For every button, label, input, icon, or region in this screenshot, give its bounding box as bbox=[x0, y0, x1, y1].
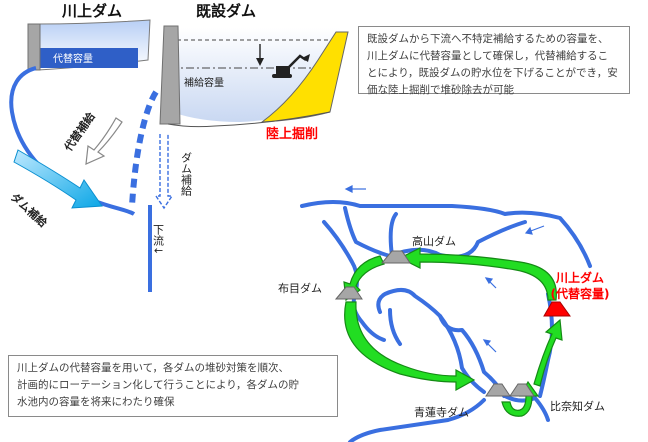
kawakami-dam-map-label: 川上ダム bbox=[555, 270, 604, 285]
bottom-explanation-note: 川上ダムの代替容量を用いて，各ダムの堆砂対策を順次、 計画的にローテーション化し… bbox=[8, 355, 338, 417]
kawakami-reservoir-section bbox=[9, 19, 151, 216]
top-explanation-note: 既設ダムから下流へ不特定補給するための容量を、 川上ダムに代替容量として確保し，… bbox=[358, 26, 630, 96]
kawakami-dam-title: 川上ダム bbox=[61, 2, 122, 20]
dam-supply-dashed-arrow bbox=[154, 134, 174, 210]
flow-direction-arrows bbox=[344, 185, 545, 353]
takayama-dam-marker bbox=[380, 250, 411, 264]
excavator-icon bbox=[272, 54, 310, 78]
flow-arrow-head bbox=[484, 277, 494, 285]
dam-supply-arrow bbox=[13, 149, 103, 209]
river-minor bbox=[388, 308, 402, 346]
river-shorenji-branch bbox=[438, 314, 486, 394]
river-takayama-branch bbox=[388, 212, 398, 258]
existing-dam-outflow bbox=[129, 90, 159, 207]
river-upper bbox=[343, 206, 527, 259]
dam-supply-label-right: ダム補給 bbox=[180, 152, 193, 197]
arrow-hinachi-to-kawakami bbox=[533, 318, 563, 387]
river-hinachi-branch bbox=[503, 394, 550, 422]
land-excavation-label: 陸上掘削 bbox=[266, 126, 318, 142]
arrow-kawakami-to-takayama bbox=[398, 247, 557, 301]
flow-arrow-head bbox=[524, 226, 533, 235]
nunome-dam-marker bbox=[334, 286, 363, 300]
dam-supply-label-left: ダム補給 bbox=[8, 190, 51, 231]
river-downstream bbox=[348, 398, 486, 442]
arrow-nunome-to-shorenji bbox=[344, 301, 476, 392]
river-network-map bbox=[300, 200, 592, 442]
substitute-capacity-band bbox=[40, 48, 138, 68]
flow-arrow-head bbox=[482, 339, 492, 347]
substitute-capacity-label: 代替容量 bbox=[53, 52, 93, 65]
kawakami-dam-body bbox=[27, 23, 41, 71]
kawakami-dam-map-sublabel: (代替容量) bbox=[551, 286, 610, 301]
existing-dam-body bbox=[159, 25, 181, 125]
shorenji-dam-label: 青蓮寺ダム bbox=[414, 405, 469, 419]
takayama-dam-label: 高山ダム bbox=[412, 234, 456, 248]
reservoir-bottom-line bbox=[167, 111, 331, 128]
kawakami-dam-marker bbox=[543, 301, 571, 317]
existing-dam-title: 既設ダム bbox=[196, 2, 256, 20]
existing-reservoir-section bbox=[129, 25, 349, 292]
flow-arrow-head bbox=[344, 185, 353, 193]
level-drop-arrowhead bbox=[256, 58, 264, 66]
alternative-supply-label: 代替補給 bbox=[60, 109, 98, 155]
hinachi-dam-label: 比奈知ダム bbox=[550, 399, 605, 413]
shorenji-dam-marker bbox=[485, 383, 511, 397]
river-north bbox=[300, 200, 592, 268]
downstream-label: 下流↓ bbox=[152, 224, 165, 255]
hinachi-dam-marker bbox=[509, 383, 535, 397]
alternative-supply-arrow bbox=[85, 117, 123, 165]
supply-capacity-label: 補給容量 bbox=[184, 76, 224, 89]
nunome-dam-label: 布目ダム bbox=[278, 281, 322, 295]
